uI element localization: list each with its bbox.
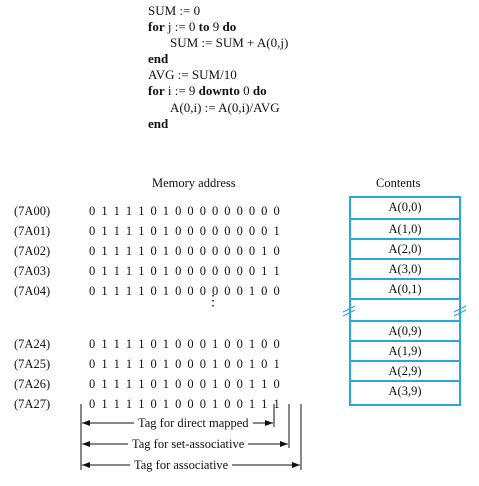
memory-address-label: (7A04) (14, 284, 51, 298)
code-keyword: end (148, 51, 169, 67)
code-keyword: downto (198, 83, 240, 99)
code-line: for j := 0 to 9 do (148, 19, 288, 35)
memory-cell: A(2,9) (351, 360, 459, 380)
contents-break-right-b (453, 309, 467, 317)
code-text: AVG := SUM/10 (148, 67, 237, 83)
memory-address-label: (7A01) (14, 224, 51, 238)
memory-cell: A(0,0) (388, 200, 422, 214)
code-text: i := 9 (164, 83, 199, 99)
contents-break-right-a (453, 305, 467, 313)
tag-arrow-set-right-head (280, 441, 288, 447)
code-text: A(0,i) := A(0,i)/AVG (170, 99, 280, 115)
memory-gap (351, 298, 459, 320)
code-text: 0 (239, 83, 253, 99)
memory-cell: A(0,1) (351, 278, 459, 298)
code-keyword: end (148, 115, 169, 131)
code-keyword: do (222, 19, 237, 35)
memory-cell: A(0,9) (351, 320, 459, 340)
tag-associative-label: Tag for associative (130, 458, 233, 472)
code-keyword: for (148, 19, 165, 35)
memory-address-label: (7A24) (14, 337, 51, 351)
code-keyword: to (198, 19, 210, 35)
code-line: end (148, 116, 288, 132)
code-text: j := 0 (164, 19, 199, 35)
code-line: for i := 9 downto 0 do (148, 83, 288, 99)
tag-arrow-assoc-left-head (82, 462, 90, 468)
contents-break-left-a (342, 305, 356, 313)
tag-arrow-direct-left-head (82, 420, 90, 426)
code-text: SUM := SUM + A(0,j) (170, 35, 289, 51)
memory-address-label: (7A27) (14, 397, 51, 411)
tag-direct-mapped-label: Tag for direct mapped (134, 416, 253, 430)
tag-arrow-assoc-right-head (292, 462, 300, 468)
tag-arrow-direct-right-head (265, 420, 273, 426)
memory-address-label: (7A03) (14, 264, 51, 278)
contents-table: A(0,0) A(1,0)A(2,0)A(3,0)A(0,1) A(0,9)A(1,… (349, 196, 461, 406)
contents-header: Contents (376, 176, 421, 190)
code-line: SUM := SUM + A(0,j) (148, 35, 288, 51)
vertical-ellipsis: ⋮ (206, 294, 220, 309)
code-text: SUM := 0 (148, 3, 201, 18)
memory-cell: A(2,0) (351, 238, 459, 258)
tag-set-associative-label: Tag for set-associative (128, 437, 249, 451)
memory-address-label: (7A25) (14, 357, 51, 371)
memory-address-label: (7A00) (14, 204, 51, 218)
code-line: end (148, 51, 288, 67)
code-text: 9 (209, 19, 223, 35)
code-keyword: for (148, 83, 165, 99)
memory-address-label: (7A02) (14, 244, 51, 258)
code-line: SUM := 0 (148, 3, 288, 19)
code-line: A(0,i) := A(0,i)/AVG (148, 100, 288, 116)
contents-break-left-b (342, 309, 356, 317)
memory-cell: A(3,0) (351, 258, 459, 278)
memory-address-label: (7A26) (14, 377, 51, 391)
code-line: AVG := SUM/10 (148, 67, 288, 83)
memory-cell: A(1,9) (351, 340, 459, 360)
tag-arrow-set-left-head (82, 441, 90, 447)
memory-address-header: Memory address (152, 176, 236, 190)
memory-cell: A(3,9) (351, 380, 459, 400)
memory-cell: A(1,0) (351, 218, 459, 238)
code-keyword: do (252, 83, 267, 99)
